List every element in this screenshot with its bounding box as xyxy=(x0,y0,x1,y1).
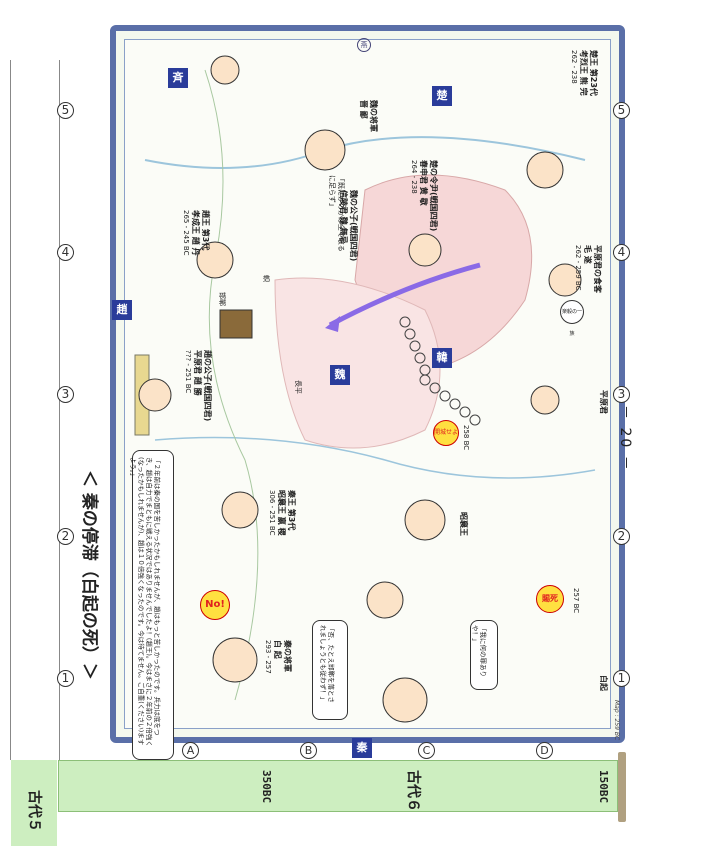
extra-tag: 楽毅の一族 xyxy=(560,300,584,337)
person-baiqi-short: 白起 xyxy=(599,675,608,691)
person-kaolie-role: 楚王 第23代 xyxy=(589,50,598,96)
wei-territory xyxy=(274,277,441,449)
place-changping: 長平 xyxy=(294,380,302,394)
person-maosui-years: 262 - 259 BC xyxy=(574,245,582,291)
grid-number-5: 5 xyxy=(57,102,74,119)
person-zhaoxiang-short: 昭襄王 xyxy=(459,512,468,536)
quote-bottom: 「我に何の罪ありや！」 xyxy=(471,625,487,677)
person-xiaocheng-name: 孝成王 趙 丹 xyxy=(191,210,200,256)
person-kaolie-name: 考烈王 熊 完 xyxy=(579,50,588,96)
page-title: ＜ 秦の停滞（白起の死）＞ xyxy=(79,470,99,680)
person-pingyuan-short: 平原君 xyxy=(599,390,608,414)
grid-number-2b: 2 xyxy=(613,528,630,545)
person-zhaoxiang-role: 秦王 第3代 xyxy=(287,490,296,531)
place-handan: 邯鄲 xyxy=(218,292,226,306)
person-baiqi-name: 白 起 xyxy=(273,640,282,659)
person-zhaoxiang-name: 昭襄王 嬴 稷 xyxy=(277,490,286,536)
person-baiqi-years: 293 - 257 xyxy=(264,640,272,674)
person-chunshen-role: 楚の令尹(戦国四君) xyxy=(429,160,438,232)
person-chunshen-years: 264 - 238 xyxy=(410,160,418,194)
person-zhaoxiang-years: 306 - 251 BC xyxy=(268,490,276,536)
country-qi: 斉 xyxy=(168,68,188,88)
open-badge: 開城せよ xyxy=(433,420,459,446)
relief-arrowhead xyxy=(325,316,340,332)
era-band xyxy=(58,760,618,812)
timeline-track xyxy=(10,60,60,760)
quote-bottom-box: 「我に何の罪ありや！」 xyxy=(470,620,498,690)
characters xyxy=(138,55,582,723)
open-year: 258 BC xyxy=(462,425,470,451)
person-maosui-name: 毛 遂 xyxy=(583,245,592,264)
country-zhao: 趙 xyxy=(112,300,132,320)
timeline-end: 150BC xyxy=(597,770,610,804)
person-jinbi-name: 晋 鄙 xyxy=(359,100,368,119)
grid-number-4: 4 xyxy=(57,244,74,261)
map-area xyxy=(124,39,611,729)
grid-number-2: 2 xyxy=(57,528,74,545)
grid-number-5b: 5 xyxy=(613,102,630,119)
fate-year: 257 BC xyxy=(572,588,580,614)
grid-letter-b: B xyxy=(300,742,317,759)
place-zhi: 軹 xyxy=(262,275,270,282)
era-highlight xyxy=(11,760,57,846)
map-svg xyxy=(134,55,596,723)
grid-letter-a: A xyxy=(182,742,199,759)
country-qin: 秦 xyxy=(352,738,372,758)
river-2 xyxy=(154,436,596,479)
quote-mid-box: 「否、たとえ邯鄲を落とされましょうとも従わず！」 xyxy=(312,620,348,720)
fate-badge: 賜死 xyxy=(536,585,564,613)
person-jinbi-role: 魏の将軍 xyxy=(369,100,378,132)
border-1 xyxy=(204,69,259,701)
relief-arrow xyxy=(328,262,481,328)
person-xiaocheng-years: 265 - 245 BC xyxy=(182,210,190,256)
person-kaolie-years: 262 - 238 xyxy=(570,50,578,84)
country-han: 韓 xyxy=(432,348,452,368)
grid-number-4b: 4 xyxy=(613,244,630,261)
person-pingyuan-years: ??? - 251 BC xyxy=(184,350,192,394)
grid-letter-c: C xyxy=(418,742,435,759)
timeline-start: 350BC xyxy=(260,770,273,804)
person-xiaocheng-role: 趙王 第3代 xyxy=(201,210,210,251)
country-wei: 魏 xyxy=(330,365,350,385)
person-pingyuan-name: 平原君 趙 勝 xyxy=(193,350,202,396)
river-1 xyxy=(144,136,586,169)
map-frame xyxy=(110,25,625,743)
map-tag: Map : 259 BC xyxy=(613,700,620,741)
alliance-chain xyxy=(399,316,481,426)
person-pingyuan-role: 趙の公子(戦国四君) xyxy=(203,350,212,422)
handan-castle xyxy=(219,309,253,339)
grid-number-1: 1 xyxy=(57,670,74,687)
person-xinling-name: 信陵君 魏 無忌 xyxy=(339,190,348,244)
intro-text: 「２年前は秦の国を苦しかったかもしれませんが、趙はもっと苦しかったのです。兵力は… xyxy=(129,457,161,747)
quote-mid: 「否、たとえ邯鄲を落とされましょうとも従わず！」 xyxy=(319,625,335,703)
era-top-label: 古代５ xyxy=(26,790,42,832)
page-number: － 20 － xyxy=(617,405,633,472)
grid-number-3b: 3 xyxy=(613,386,630,403)
country-yan: 燕 xyxy=(357,38,371,52)
person-xinling-role: 魏の公子(戦国四君) xyxy=(349,190,358,262)
country-chu: 楚 xyxy=(432,86,452,106)
person-maosui-role: 平原君の食客 xyxy=(593,245,602,293)
person-chunshen-name: 春申君 黄 歇 xyxy=(419,160,428,206)
person-baiqi-role: 秦の将軍 xyxy=(283,640,292,672)
grid-number-3: 3 xyxy=(57,386,74,403)
timeline-marker xyxy=(618,752,626,822)
timeline-column: 古代５ xyxy=(0,0,60,846)
intro-box: 「２年前は秦の国を苦しかったかもしれませんが、趙はもっと苦しかったのです。兵力は… xyxy=(129,450,174,760)
grid-number-1b: 1 xyxy=(613,670,630,687)
grid-letter-d: D xyxy=(536,742,553,759)
era-main-label: 古代６ xyxy=(405,770,421,812)
no-badge: No! xyxy=(200,590,230,620)
